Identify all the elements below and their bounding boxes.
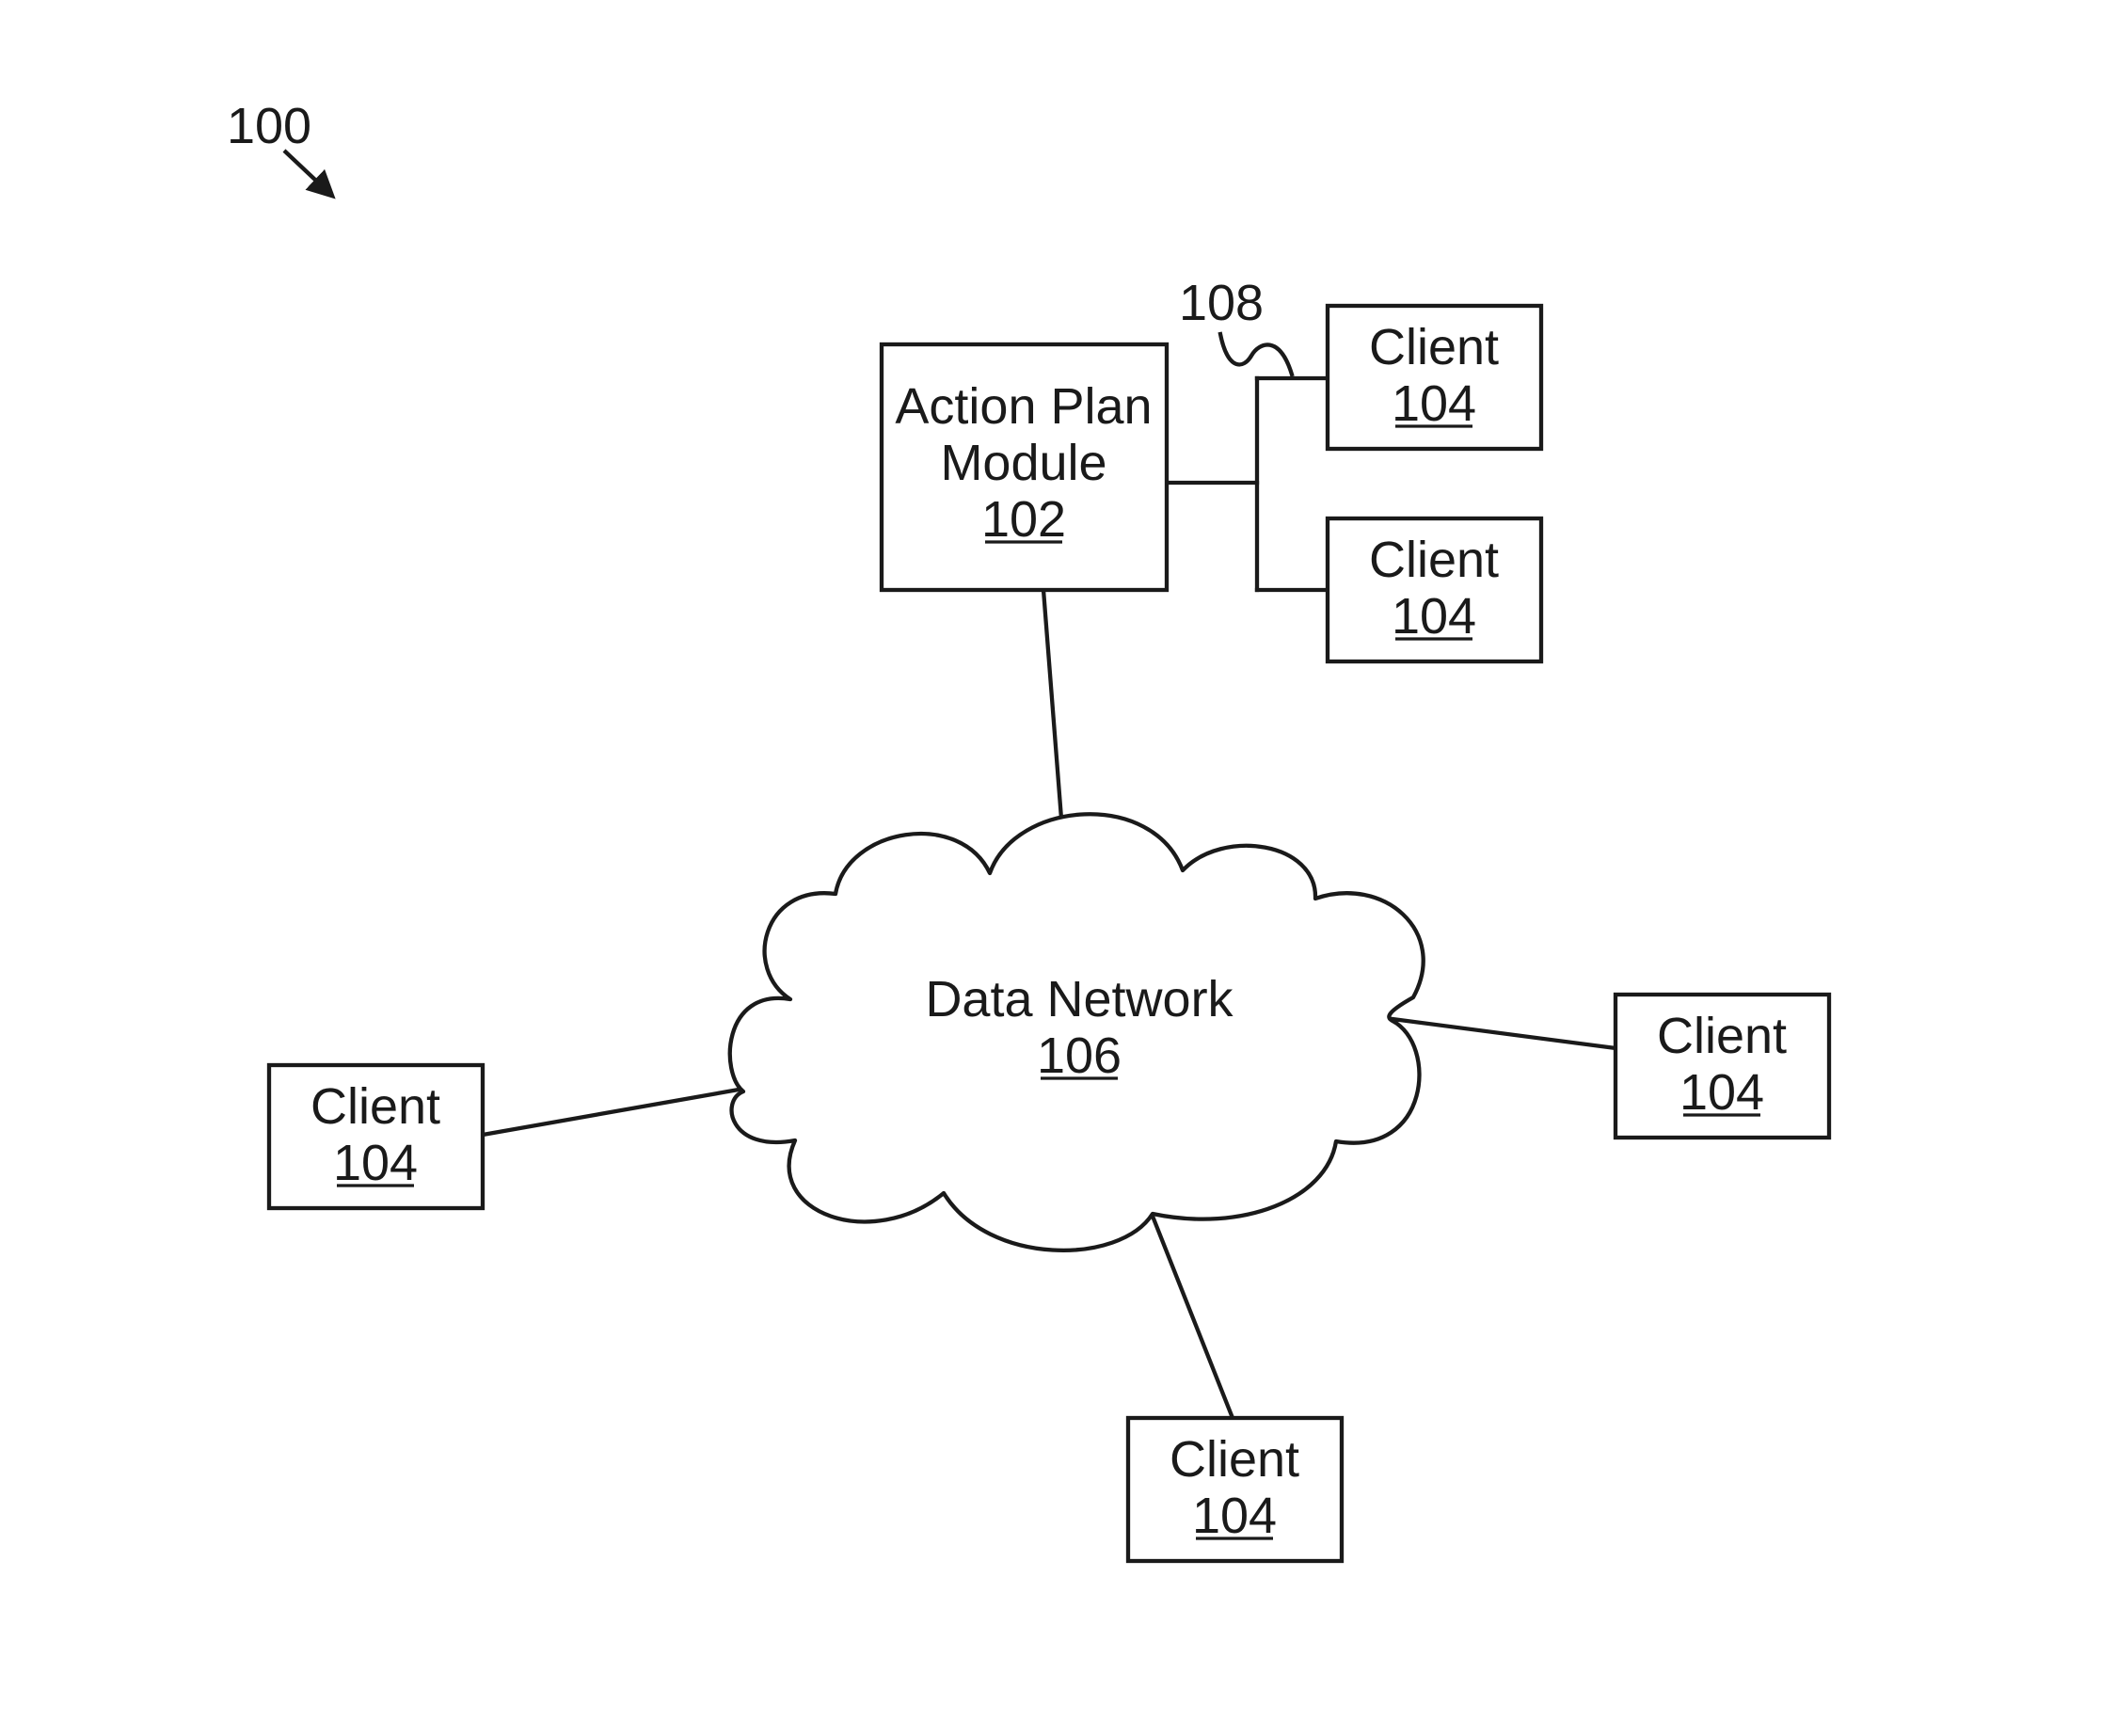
action-plan-module-label-line1: Action Plan — [895, 378, 1152, 435]
client-node-right: Client 104 — [1616, 995, 1829, 1138]
client-label: Client — [1369, 319, 1499, 375]
client-ref: 104 — [1192, 1488, 1277, 1544]
client-ref: 104 — [1679, 1064, 1764, 1121]
client-node-bottom: Client 104 — [1128, 1418, 1342, 1561]
connector-network-client-bottom — [1152, 1214, 1233, 1418]
link-ref-leader — [1220, 334, 1292, 374]
client-label: Client — [310, 1078, 440, 1135]
data-network-node: Data Network 106 — [730, 814, 1424, 1250]
action-plan-module-node: Action Plan Module 102 — [882, 344, 1167, 590]
connector-network-client-right — [1393, 1019, 1616, 1048]
client-node-left: Client 104 — [269, 1065, 483, 1208]
client-ref: 104 — [333, 1135, 418, 1191]
link-ref-label: 108 — [1179, 275, 1264, 331]
figure-ref-label: 100 — [227, 98, 311, 154]
data-network-label: Data Network — [925, 971, 1234, 1027]
client-node-top: Client 104 — [1328, 306, 1541, 449]
client-label: Client — [1369, 532, 1499, 588]
data-network-ref: 106 — [1037, 1027, 1122, 1084]
client-node-second: Client 104 — [1328, 518, 1541, 661]
action-plan-module-ref: 102 — [981, 491, 1066, 548]
connector-module-network — [1043, 590, 1061, 819]
client-label: Client — [1657, 1008, 1787, 1064]
client-label: Client — [1170, 1431, 1299, 1488]
action-plan-module-label-line2: Module — [940, 435, 1106, 491]
client-ref: 104 — [1392, 375, 1476, 432]
connector-network-client-left — [483, 1090, 739, 1135]
figure-ref-arrow — [284, 151, 332, 196]
client-ref: 104 — [1392, 588, 1476, 645]
